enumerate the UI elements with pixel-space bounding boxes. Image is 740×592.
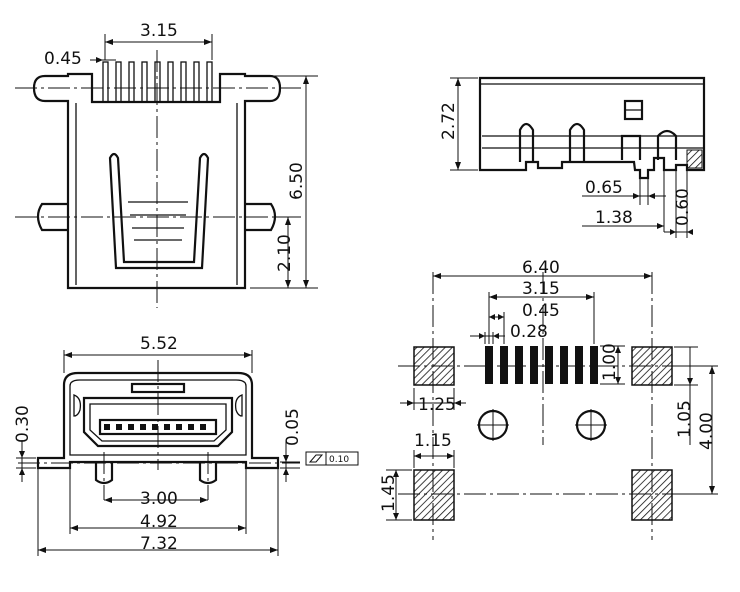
dim-top-pin-width: 0.45 [44, 49, 82, 69]
dim-fp-pin-pitch: 0.45 [522, 301, 560, 321]
dim-fp-pad-to-mount: 4.00 [697, 412, 717, 450]
dim-top-pitch-span: 3.15 [140, 21, 178, 41]
front-view-contacts [104, 424, 206, 430]
side-view: 2.72 0.65 1.38 0.60 [439, 76, 706, 238]
top-view: 3.15 0.45 6.50 2.10 [15, 21, 318, 308]
dim-front-opening: 5.52 [140, 334, 178, 354]
dim-front-body-width: 4.92 [140, 512, 178, 532]
footprint-right-side-pad [631, 346, 673, 386]
dim-fp-pin-span: 3.15 [522, 279, 560, 299]
dim-fp-pad-height: 1.00 [600, 343, 620, 381]
dim-fp-overall: 6.40 [522, 258, 560, 278]
dim-top-body-length: 6.50 [287, 162, 307, 200]
left-mount-tab [36, 202, 68, 232]
dim-fp-mount-pad-width: 1.15 [414, 431, 452, 451]
front-view-receptacle [82, 396, 234, 448]
dim-fp-mount-pad-height: 1.45 [379, 474, 399, 512]
dim-front-tab-thickness: 0.30 [13, 405, 33, 443]
dim-fp-pad-to-hole: 1.05 [675, 400, 695, 438]
flatness-symbol [305, 451, 359, 466]
front-view: 5.52 0.30 0.05 0.10 3.00 4.92 7.32 [13, 334, 359, 556]
dim-front-peg-span: 3.00 [140, 489, 178, 509]
front-view-shell [36, 371, 280, 470]
dim-top-tab-offset: 2.10 [275, 234, 295, 272]
dim-fp-pad-width: 0.28 [510, 322, 548, 342]
footprint-right-mount-pad [631, 469, 673, 521]
side-peg-2 [568, 122, 586, 162]
dim-front-overall: 7.32 [140, 534, 178, 554]
dim-side-foot-length: 0.60 [673, 188, 693, 226]
front-left-post [94, 462, 114, 485]
tolerance-flatness: 0.10 [329, 455, 349, 465]
front-view-latch [130, 382, 186, 394]
dim-side-foot-width: 0.65 [585, 178, 623, 198]
dim-side-foot-offset: 1.38 [595, 208, 633, 228]
footprint-left-mount-pad [413, 469, 455, 521]
dim-side-height: 2.72 [439, 102, 459, 140]
footprint-left-side-pad [413, 346, 455, 386]
footprint-signal-pads [485, 346, 598, 384]
top-view-latch [108, 152, 210, 270]
pcb-footprint: 6.40 3.15 0.45 0.28 1.00 1.25 1 [379, 258, 718, 540]
front-right-post [198, 462, 218, 485]
side-peg-4 [656, 129, 678, 160]
side-view-body [478, 76, 706, 180]
side-peg-3 [620, 134, 642, 160]
side-peg-1 [518, 122, 535, 162]
dim-fp-side-pad-width: 1.25 [418, 395, 456, 415]
dim-front-coplanarity: 0.05 [283, 408, 303, 446]
